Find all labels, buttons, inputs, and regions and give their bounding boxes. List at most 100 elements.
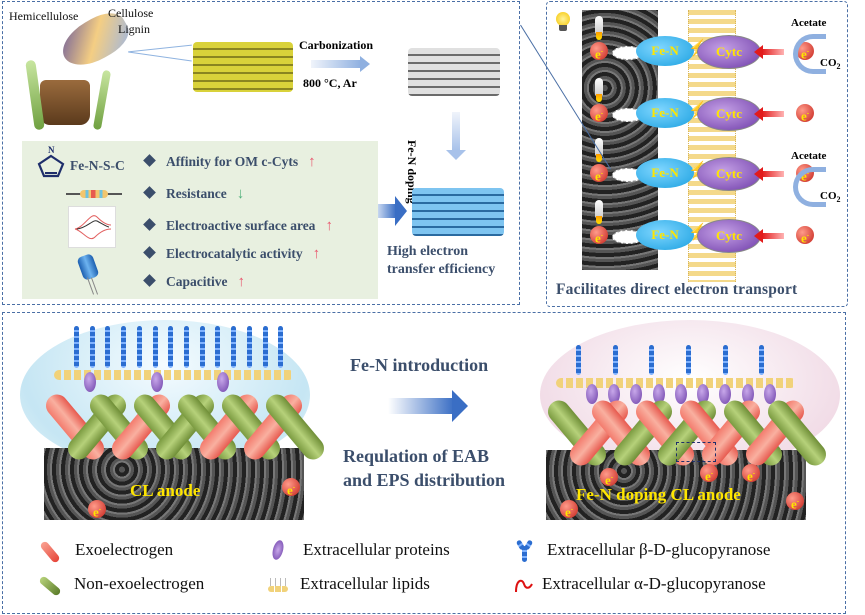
legend-beta-glucopyranose: Extracellular β-D-glucopyranose: [547, 540, 771, 559]
cl-anode-label: CL anode: [130, 481, 201, 500]
extracellular-protein: [586, 384, 598, 404]
extracellular-protein: [652, 384, 665, 404]
property-to-result-arrow: [378, 204, 396, 218]
legend-non-exoelectrogen: Non-exoelectrogen: [74, 574, 205, 593]
beta-glucopyranose-chain: [246, 326, 252, 368]
carbonization-label: Carbonization: [299, 38, 374, 52]
extracellular-lipids-icon: [268, 578, 288, 592]
cl-anode-left: [44, 448, 304, 520]
beta-glucopyranose-icon: [515, 539, 534, 562]
beta-glucopyranose-chain: [74, 326, 79, 368]
property-surface-area: Electroactive surface area↑: [143, 218, 333, 235]
material-name: Fe-N-S-C: [70, 158, 125, 173]
beta-glucopyranose-chain: [105, 326, 111, 368]
beta-glucopyranose-chain: [686, 345, 691, 375]
beta-glucopyranose-chain: [184, 326, 189, 368]
beta-glucopyranose-chain: [121, 326, 127, 368]
acetate-label-2: Acetate: [791, 150, 827, 162]
cytc-protein: Cytc: [697, 157, 761, 191]
increase-arrow-icon: ↑: [325, 218, 333, 234]
electron-icon: e-: [590, 42, 608, 61]
beta-glucopyranose-chain: [152, 326, 158, 368]
regulation-line2: and EPS distribution: [343, 470, 506, 490]
extracellular-protein: [217, 372, 230, 392]
electron-icon: e-: [786, 492, 804, 511]
bullet-diamond-icon: [143, 186, 156, 199]
fe-n-doped-block: [412, 188, 504, 236]
acetate-label-1: Acetate: [791, 17, 827, 29]
bullet-diamond-icon: [143, 218, 156, 231]
tree-stump-illustration: [25, 59, 112, 131]
lightbulb-icon: [555, 12, 571, 32]
property-affinity: Affinity for OM c-Cyts↑: [143, 154, 316, 171]
co2-label-1: CO2: [820, 57, 841, 72]
legend-alpha-glucopyranose: Extracellular α-D-glucopyranose: [542, 574, 766, 593]
label-cellulose: Cellulose: [108, 6, 154, 20]
fe-n-site: Fe-N: [636, 158, 694, 188]
beta-glucopyranose-chain: [278, 326, 284, 368]
legend-extracellular-proteins: Extracellular proteins: [303, 540, 450, 559]
decrease-arrow-icon: ↓: [236, 186, 245, 202]
electron-icon: e-: [590, 104, 608, 123]
beta-glucopyranose-chain: [199, 326, 205, 368]
increase-arrow-icon: ↑: [237, 274, 246, 290]
rocket-icon: [595, 78, 603, 102]
acetate-to-co2-arrow-1: [793, 34, 826, 74]
electron-flow-arrow: [754, 107, 784, 121]
electron-icon: e-: [590, 164, 608, 183]
beta-glucopyranose-chain: [89, 326, 95, 368]
beta-glucopyranose-chain: [215, 326, 221, 368]
extracellular-protein: [741, 384, 754, 404]
biomass-precursor-block: [193, 42, 293, 92]
electron-flow-arrow: [754, 45, 784, 59]
property-resistance: Resistance↓: [143, 186, 245, 203]
lipid-layer: [556, 378, 796, 388]
label-hemicellulose: Hemicellulose: [9, 9, 79, 23]
result-line2: transfer efficiency: [387, 262, 496, 277]
electron-icon: e-: [560, 500, 578, 519]
beta-glucopyranose-chain: [262, 326, 268, 368]
electron-flow-arrow: [754, 229, 784, 243]
extracellular-protein: [719, 384, 732, 404]
lipid-layer: [54, 370, 294, 380]
cytc-protein: Cytc: [697, 35, 761, 69]
extracellular-protein: [697, 384, 710, 404]
beta-glucopyranose-chain: [576, 345, 581, 375]
alpha-glucopyranose-icon: [515, 579, 533, 593]
extracellular-protein: [608, 384, 621, 404]
regulation-line1: Requlation of EAB: [343, 446, 490, 466]
transition-arrow: [388, 398, 454, 414]
fe-n-doping-anode-label: Fe-N doping CL anode: [576, 485, 741, 504]
beta-glucopyranose-chain: [759, 345, 765, 375]
legend-extracellular-lipids: Extracellular lipids: [300, 574, 430, 593]
resistor-icon: [66, 190, 122, 198]
extracellular-protein: [630, 384, 643, 404]
carbonized-block: [408, 48, 500, 96]
bullet-diamond-icon: [143, 154, 156, 167]
cytc-protein: Cytc: [697, 219, 761, 253]
increase-arrow-icon: ↑: [312, 246, 321, 262]
bullet-diamond-icon: [143, 246, 156, 259]
beta-glucopyranose-chain: [136, 326, 142, 368]
electron-icon: e-: [742, 464, 760, 483]
rocket-icon: [595, 138, 603, 162]
extracellular-protein: [84, 372, 96, 392]
pyrrole-icon: N: [36, 145, 66, 178]
beta-glucopyranose-chain: [231, 326, 237, 368]
electron-icon: e-: [600, 468, 618, 487]
electron-icon: e-: [796, 104, 814, 123]
co2-label-2: CO2: [820, 190, 841, 205]
label-lignin: Lignin: [118, 22, 150, 36]
electron-icon: e-: [700, 464, 718, 483]
electron-transport-panel: [546, 1, 848, 307]
electron-icon: e-: [88, 500, 106, 519]
electron-flow-arrow: [754, 167, 784, 181]
beta-glucopyranose-chain: [168, 326, 174, 368]
rocket-icon: [595, 16, 603, 40]
capacitor-icon: [76, 252, 100, 295]
electron-transport-title: Facilitates direct electron transport: [556, 281, 798, 298]
electron-icon: e-: [282, 478, 300, 497]
fe-n-site: Fe-N: [636, 36, 694, 66]
cytc-protein: Cytc: [697, 97, 761, 131]
property-capacitive: Capacitive↑: [143, 274, 246, 291]
